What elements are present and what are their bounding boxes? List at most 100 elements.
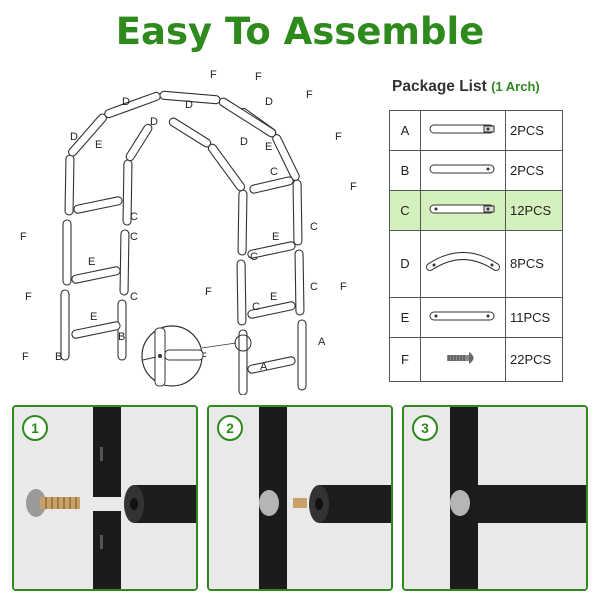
part-label: F: [20, 231, 27, 243]
step-3-illustration: [404, 407, 586, 589]
part-label: F: [255, 71, 262, 83]
arch-bar: [249, 176, 294, 194]
part-label: B: [118, 331, 125, 343]
arch-bar: [64, 154, 75, 216]
arch-bar: [294, 249, 305, 316]
crossbar-e-icon: [429, 311, 495, 321]
step-number-badge: 3: [412, 415, 438, 441]
part-label: C: [270, 166, 278, 178]
part-label: B: [55, 351, 62, 363]
part-letter: C: [389, 189, 421, 231]
part-label: E: [95, 139, 102, 151]
zoom-detail-icon: [141, 325, 252, 387]
arch-bar: [117, 299, 127, 361]
part-label: D: [70, 131, 78, 143]
arch-assembly-diagram: BBAACCCCCCCCDDDDDDEEEEEEFFFFFFFFFFF: [20, 69, 357, 395]
step-1-illustration: [14, 407, 196, 589]
part-label: F: [210, 69, 217, 81]
part-letter: B: [389, 149, 421, 191]
arch-bar: [60, 289, 70, 361]
part-label: C: [130, 231, 138, 243]
straight-bar-a-icon: [429, 124, 495, 134]
package-row-f: F 22PCS: [389, 336, 563, 382]
part-letter: D: [389, 229, 421, 298]
part-label: F: [340, 281, 347, 293]
arch-bar: [237, 189, 248, 256]
package-row-d: D 8PCS: [389, 229, 563, 298]
arch-bar: [218, 97, 277, 138]
crossbar-tube-icon: [124, 485, 196, 523]
part-label: F: [205, 286, 212, 298]
arch-bar: [104, 91, 161, 119]
part-quantity: 22PCS: [505, 336, 563, 382]
part-label: D: [240, 136, 248, 148]
part-quantity: 11PCS: [505, 296, 563, 338]
screw-f-icon: [447, 351, 474, 364]
arch-bar: [168, 117, 212, 148]
part-label: C: [250, 251, 258, 263]
package-list-label: Package List: [392, 78, 487, 95]
package-list-table: A 2PCS B 2PCS C 12PCS D 8PCS E 11PCS F 2…: [389, 110, 563, 382]
step-2-illustration: [209, 407, 391, 589]
part-quantity: 8PCS: [505, 229, 563, 298]
part-label: D: [265, 96, 273, 108]
arch-bar: [125, 123, 153, 162]
step-1-panel: 1: [12, 405, 198, 591]
crossbar-tube-icon: [309, 485, 391, 523]
arch-bar: [207, 143, 246, 192]
package-row-b: B 2PCS: [389, 149, 563, 191]
part-label: D: [122, 96, 130, 108]
part-quantity: 12PCS: [505, 189, 563, 231]
arch-bar: [71, 266, 121, 284]
arch-bar: [292, 179, 303, 246]
part-label: D: [150, 116, 158, 128]
package-row-e: E 11PCS: [389, 296, 563, 338]
part-label: F: [306, 89, 313, 101]
step-number-badge: 2: [217, 415, 243, 441]
arch-bar: [247, 301, 296, 319]
arch-bar: [247, 356, 296, 374]
part-label: A: [260, 361, 268, 373]
arch-bar: [119, 229, 130, 296]
part-label: C: [252, 301, 260, 313]
screw-icon: [26, 489, 80, 517]
part-label: E: [90, 311, 97, 323]
step-number-badge: 1: [22, 415, 48, 441]
part-label: A: [318, 336, 326, 348]
package-row-c: C 12PCS: [389, 189, 563, 231]
arch-bar: [71, 321, 121, 339]
screw-icon: [450, 490, 470, 516]
part-label: D: [185, 99, 193, 111]
part-label: F: [200, 351, 207, 363]
screw-icon: [259, 490, 307, 516]
part-label: E: [265, 141, 272, 153]
part-label: F: [22, 351, 29, 363]
part-label: C: [130, 211, 138, 223]
page-title: Easy To Assemble: [115, 10, 485, 53]
step-3-panel: 3: [402, 405, 588, 591]
part-label: C: [310, 281, 318, 293]
arch-bar: [62, 219, 72, 286]
part-letter: A: [389, 110, 421, 151]
part-quantity: 2PCS: [505, 149, 563, 191]
part-label: E: [272, 231, 279, 243]
part-label: F: [335, 131, 342, 143]
curved-bar-d-icon: [426, 252, 500, 272]
part-label: F: [25, 291, 32, 303]
straight-bar-b-icon: [429, 164, 495, 174]
package-list-subtitle: (1 Arch): [491, 79, 540, 94]
part-label: C: [130, 291, 138, 303]
arch-bar: [238, 329, 248, 395]
connector-bar-c-icon: [429, 204, 495, 214]
part-label: F: [350, 181, 357, 193]
step-2-panel: 2: [207, 405, 393, 591]
part-letter: F: [389, 336, 421, 382]
part-quantity: 2PCS: [505, 110, 563, 151]
arch-bar: [247, 241, 296, 259]
package-row-a: A 2PCS: [389, 110, 563, 151]
part-label: E: [88, 256, 95, 268]
part-label: E: [270, 291, 277, 303]
arch-bar: [73, 196, 123, 214]
arch-bar: [297, 319, 307, 391]
arch-bar: [236, 259, 247, 326]
